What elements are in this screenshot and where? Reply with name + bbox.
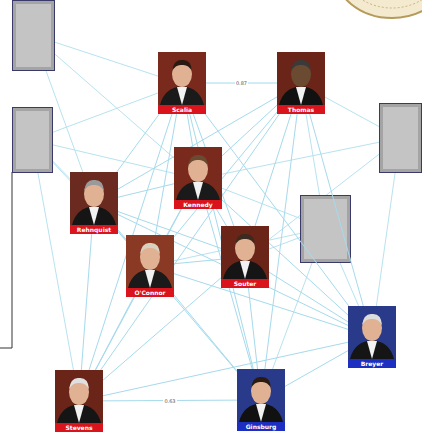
agreement-value: 0.87 [235, 80, 248, 86]
agreement-link [265, 114, 297, 369]
justice-node: Souter [221, 226, 269, 288]
justice-node: Thomas [277, 52, 325, 114]
portrait [70, 172, 118, 225]
portrait [277, 52, 325, 105]
agreement-link [103, 342, 348, 396]
justice-name: Rehnquist [70, 225, 118, 234]
portrait [221, 226, 269, 279]
agreement-link [118, 230, 126, 239]
agreement-link [174, 274, 348, 330]
portrait [126, 235, 174, 288]
agreement-link [222, 200, 348, 315]
justice-name: Kennedy [174, 200, 222, 209]
portrait [55, 370, 103, 423]
frame-line [0, 172, 12, 348]
justice-name: O'Connor [126, 288, 174, 297]
justice-name: Ginsburg [237, 422, 285, 431]
justice-node: Ginsburg [237, 369, 285, 431]
portrait [348, 306, 396, 359]
justice-node: Breyer [348, 306, 396, 368]
justice-node: Scalia [158, 52, 206, 114]
justice-node: Stevens [55, 370, 103, 432]
justice-name: Stevens [55, 423, 103, 432]
agreement-link [117, 114, 160, 172]
agreement-link [81, 234, 91, 370]
side-links [32, 35, 400, 401]
agreement-link [118, 215, 348, 326]
agreement-link [174, 112, 277, 237]
justice-node: O'Connor [126, 235, 174, 297]
portrait [174, 147, 222, 200]
justice-name: Breyer [348, 359, 396, 368]
agreement-link [248, 288, 257, 369]
agreement-link [118, 97, 277, 189]
justice-name: Thomas [277, 105, 325, 114]
agreement-link [310, 114, 364, 306]
agreement-link [118, 231, 237, 371]
agreement-link [255, 114, 291, 226]
agreement-link [174, 295, 237, 371]
justice-name: Scalia [158, 105, 206, 114]
justice-name: Souter [221, 279, 269, 288]
justice-node: Kennedy [174, 147, 222, 209]
agreement-link [285, 351, 348, 387]
agreement-link [103, 278, 221, 380]
agreement-link [187, 114, 193, 147]
agreement-link [174, 259, 221, 263]
agreement-link [216, 209, 226, 226]
court-seal [334, 0, 422, 18]
agreement-link [118, 184, 174, 197]
portrait [237, 369, 285, 422]
portrait [158, 52, 206, 105]
agreement-link [101, 114, 280, 370]
justice-node: Rehnquist [70, 172, 118, 234]
agreement-value: 0.63 [163, 398, 176, 404]
agreement-link [269, 272, 348, 322]
grey-box-texture [16, 4, 418, 259]
